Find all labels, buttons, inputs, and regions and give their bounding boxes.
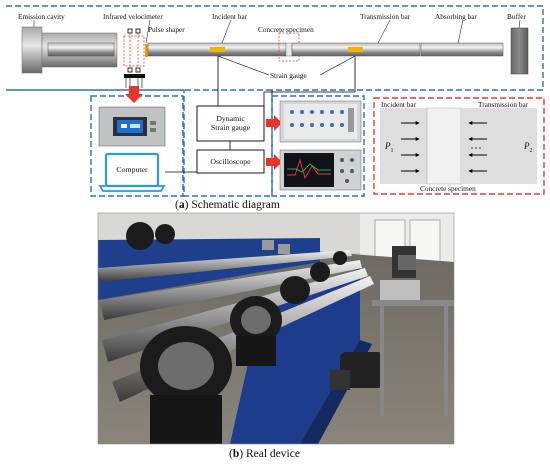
label-incident-bar: Incident bar bbox=[212, 12, 248, 21]
red-arrow-down-icon bbox=[125, 86, 143, 103]
pressure-arrows-right bbox=[468, 121, 487, 173]
caption-b: (b) Real device bbox=[229, 448, 300, 460]
label-infrared-velocimeter: Infrared velocimeter bbox=[103, 12, 163, 21]
detail-label-transmission-bar: Transmission bar bbox=[478, 100, 529, 109]
detail-label-p2: P2 bbox=[524, 141, 533, 154]
oscilloscope-box bbox=[196, 149, 265, 174]
detail-label-incident-bar: Incident bar bbox=[381, 100, 417, 109]
label-pulse-shaper: Pulse shaper bbox=[148, 25, 185, 34]
absorbing-bar bbox=[420, 42, 504, 57]
detail-label-p1: P1 bbox=[385, 141, 394, 154]
label-absorbing-bar: Absorbing bar bbox=[435, 12, 477, 21]
detail-label-specimen: Concrete specimen bbox=[420, 184, 476, 193]
label-oscilloscope: Oscilloscope bbox=[210, 157, 251, 166]
pressure-arrows-left bbox=[401, 121, 420, 173]
strain-gauge-incident bbox=[210, 47, 225, 52]
velocimeter-sensor-4 bbox=[135, 67, 141, 73]
pulse-shaper bbox=[145, 44, 148, 57]
velocimeter-sensor-3 bbox=[127, 67, 133, 73]
schematic-diagram bbox=[6, 5, 545, 197]
velocimeter-red-box bbox=[123, 35, 145, 67]
label-concrete-specimen: Concrete specimen bbox=[258, 25, 314, 34]
strain-gauge-transmission bbox=[348, 47, 363, 52]
blue-dashed-frame-top bbox=[6, 5, 544, 197]
red-arrow-right-icon-2 bbox=[266, 154, 282, 170]
striker-bar bbox=[47, 42, 115, 57]
label-strain-gauge: Strain gauge bbox=[270, 71, 307, 80]
buffer-block bbox=[510, 27, 529, 75]
specimen-red-box bbox=[278, 32, 300, 62]
caption-a: (a) Schematic diagram bbox=[175, 199, 280, 211]
velocimeter-base bbox=[124, 74, 145, 78]
label-buffer: Buffer bbox=[507, 12, 526, 21]
label-computer: Computer bbox=[116, 165, 148, 174]
red-arrow-right-icon-1 bbox=[266, 115, 282, 131]
label-emission-cavity: Emission cavity bbox=[18, 12, 65, 21]
dynamic-strain-gauge-box bbox=[196, 105, 265, 142]
blue-dashed-frame-instruments bbox=[271, 95, 365, 197]
label-transmission-bar: Transmission bar bbox=[360, 12, 411, 21]
label-dynamic-strain-gauge: Dynamic Strain gauge bbox=[210, 114, 251, 132]
